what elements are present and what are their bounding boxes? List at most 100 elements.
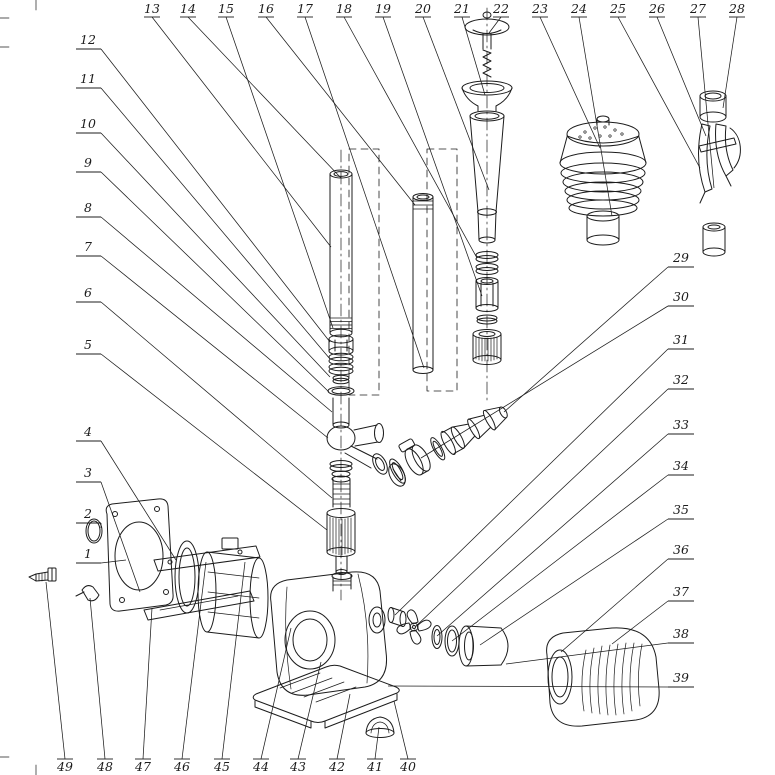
callout-38: 38 (673, 626, 689, 641)
leader-line-20 (422, 16, 490, 191)
callout-30: 30 (673, 289, 689, 304)
leader-line-4 (100, 440, 177, 561)
part-nozzle-cone (469, 110, 505, 244)
leader-line-10 (100, 132, 331, 378)
leader-line-44 (260, 627, 292, 760)
callout-27: 27 (689, 1, 706, 16)
callout-12: 12 (80, 32, 96, 47)
callout-47: 47 (134, 759, 151, 774)
callout-42: 42 (328, 759, 345, 774)
callout-41: 41 (366, 759, 383, 774)
callout-5: 5 (84, 337, 92, 352)
leader-line-22 (488, 16, 502, 34)
part-fountain-head-right (559, 115, 647, 246)
part-washers-upper (475, 251, 499, 275)
part-union-nut (328, 334, 354, 356)
callout-44: 44 (252, 759, 269, 774)
part-hose-tail (389, 406, 508, 484)
part-washer-stack (327, 352, 355, 396)
leader-line-36 (560, 558, 669, 653)
leader-line-40 (393, 700, 409, 760)
part-clip-right (697, 90, 741, 257)
part-riser-tube-mid (412, 193, 434, 374)
callout-10: 10 (80, 116, 96, 131)
leader-line-26 (656, 16, 707, 137)
part-base-plate (252, 664, 400, 729)
leader-line-48 (89, 597, 106, 760)
callout-15: 15 (218, 1, 234, 16)
leader-line-3 (100, 481, 141, 593)
callout-29: 29 (672, 250, 689, 265)
callout-23: 23 (531, 1, 548, 16)
callout-3: 3 (84, 465, 92, 480)
leader-line-39 (387, 685, 669, 688)
leader-line-9 (100, 171, 330, 393)
leader-line-6 (100, 301, 333, 499)
part-riser-tube-left (329, 169, 353, 338)
leader-line-35 (479, 518, 669, 646)
callout-31: 31 (673, 332, 689, 347)
part-screw-left (28, 567, 57, 582)
leader-line-5 (100, 353, 328, 531)
callout-19: 19 (375, 1, 391, 16)
option-box-left (348, 148, 380, 396)
callout-48: 48 (96, 759, 113, 774)
callout-37: 37 (673, 584, 689, 599)
callout-32: 32 (673, 372, 689, 387)
leader-line-11 (100, 87, 331, 360)
part-mount-plate (153, 545, 261, 572)
leader-line-18 (343, 16, 478, 259)
part-valve-elbow (326, 397, 384, 469)
part-spring (482, 33, 492, 78)
leader-line-15 (225, 16, 334, 329)
part-clip-small (75, 585, 100, 602)
leader-line-46 (181, 561, 207, 760)
callout-35: 35 (673, 502, 689, 517)
leader-line-45 (221, 561, 246, 760)
leader-line-30 (420, 305, 669, 459)
part-nozzle-bell (461, 80, 513, 112)
callout-18: 18 (336, 1, 352, 16)
part-motor (197, 537, 269, 639)
callout-33: 33 (673, 417, 689, 432)
callout-20: 20 (414, 1, 431, 16)
callout-6: 6 (84, 285, 92, 300)
part-impeller (396, 609, 432, 645)
part-rotor (458, 625, 509, 667)
callout-13: 13 (144, 1, 160, 16)
callout-11: 11 (80, 71, 96, 86)
leader-line-38 (505, 642, 669, 665)
leader-line-31 (394, 348, 669, 616)
part-strainer-knurled (472, 329, 502, 365)
callout-39: 39 (673, 670, 689, 685)
leader-line-32 (415, 388, 669, 627)
part-seal-washer (431, 625, 443, 649)
leader-line-43 (297, 661, 322, 760)
leader-line-25 (617, 16, 701, 169)
leader-line-37 (611, 600, 669, 645)
callout-34: 34 (673, 458, 689, 473)
part-lower-washers (329, 460, 353, 478)
leader-line-1 (100, 559, 127, 564)
callout-40: 40 (399, 759, 416, 774)
leader-line-21 (461, 16, 486, 96)
callout-7: 7 (84, 239, 92, 254)
callout-36: 36 (673, 542, 689, 557)
leader-line-42 (336, 693, 351, 760)
callout-14: 14 (180, 1, 196, 16)
callout-1: 1 (84, 546, 92, 561)
leader-line-34 (451, 474, 669, 642)
part-knurled-nut (326, 508, 356, 575)
callout-43: 43 (289, 759, 306, 774)
callout-45: 45 (213, 759, 230, 774)
leader-line-17 (304, 16, 425, 369)
callout-16: 16 (258, 1, 274, 16)
callout-26: 26 (648, 1, 665, 16)
callout-17: 17 (297, 1, 313, 16)
callout-8: 8 (84, 200, 92, 215)
callout-22: 22 (492, 1, 509, 16)
callout-25: 25 (609, 1, 626, 16)
part-o-ring (85, 518, 103, 544)
